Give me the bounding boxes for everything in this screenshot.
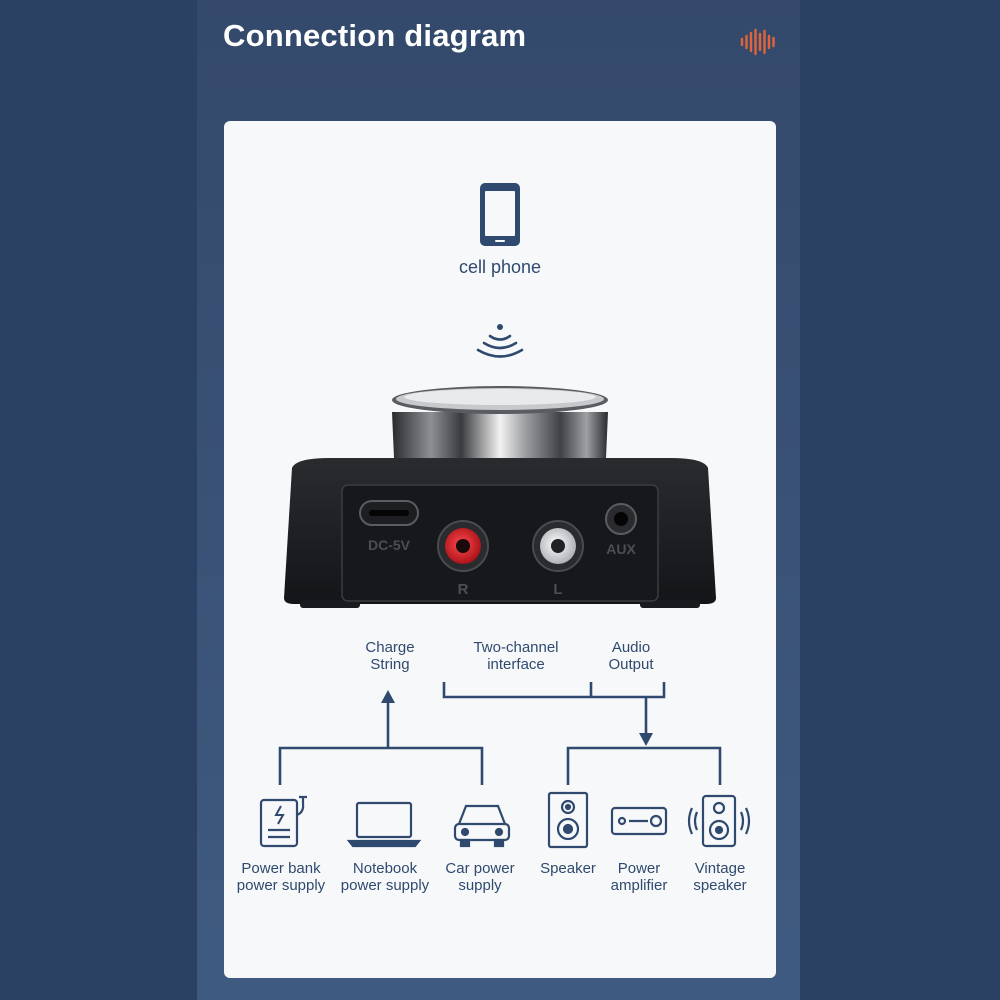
wireless-signal-icon bbox=[476, 324, 524, 358]
speaker-icon bbox=[547, 791, 589, 849]
aux-port bbox=[605, 503, 637, 535]
output-label-amplifier: Power amplifier bbox=[610, 860, 668, 894]
input-label-power-bank: Power bank power supply bbox=[236, 860, 326, 894]
arrow-down-icon bbox=[639, 733, 653, 746]
rca-left-port bbox=[532, 520, 584, 572]
port-aux-label: AUX bbox=[606, 541, 636, 557]
car-icon bbox=[453, 804, 511, 848]
port-label-charge: Charge String bbox=[365, 639, 415, 673]
input-label-notebook: Notebook power supply bbox=[340, 860, 430, 894]
page-title: Connection diagram bbox=[223, 18, 527, 53]
vintage-speaker-icon bbox=[687, 794, 751, 848]
port-dc-label: DC-5V bbox=[368, 537, 411, 553]
arrow-heads bbox=[381, 690, 653, 746]
smartphone-icon bbox=[480, 183, 520, 246]
output-label-speaker: Speaker bbox=[540, 860, 596, 877]
port-r-label: R bbox=[458, 581, 469, 598]
source-label: cell phone bbox=[458, 257, 542, 277]
arrow-up-icon bbox=[381, 690, 395, 703]
rca-right-port bbox=[437, 520, 489, 572]
amplifier-icon bbox=[610, 806, 668, 836]
sound-wave-icon bbox=[740, 28, 775, 56]
power-bank-icon bbox=[259, 795, 307, 848]
output-label-vintage: Vintage speaker bbox=[693, 860, 747, 894]
port-l-label: L bbox=[553, 581, 562, 598]
bluetooth-receiver-device: DC-5V R L AUX bbox=[284, 386, 716, 608]
laptop-icon bbox=[346, 801, 422, 848]
input-label-car: Car power supply bbox=[445, 860, 515, 894]
port-label-audio-output: Audio Output bbox=[608, 639, 654, 673]
port-label-two-channel: Two-channel interface bbox=[473, 639, 559, 673]
connector-lines bbox=[278, 682, 722, 785]
